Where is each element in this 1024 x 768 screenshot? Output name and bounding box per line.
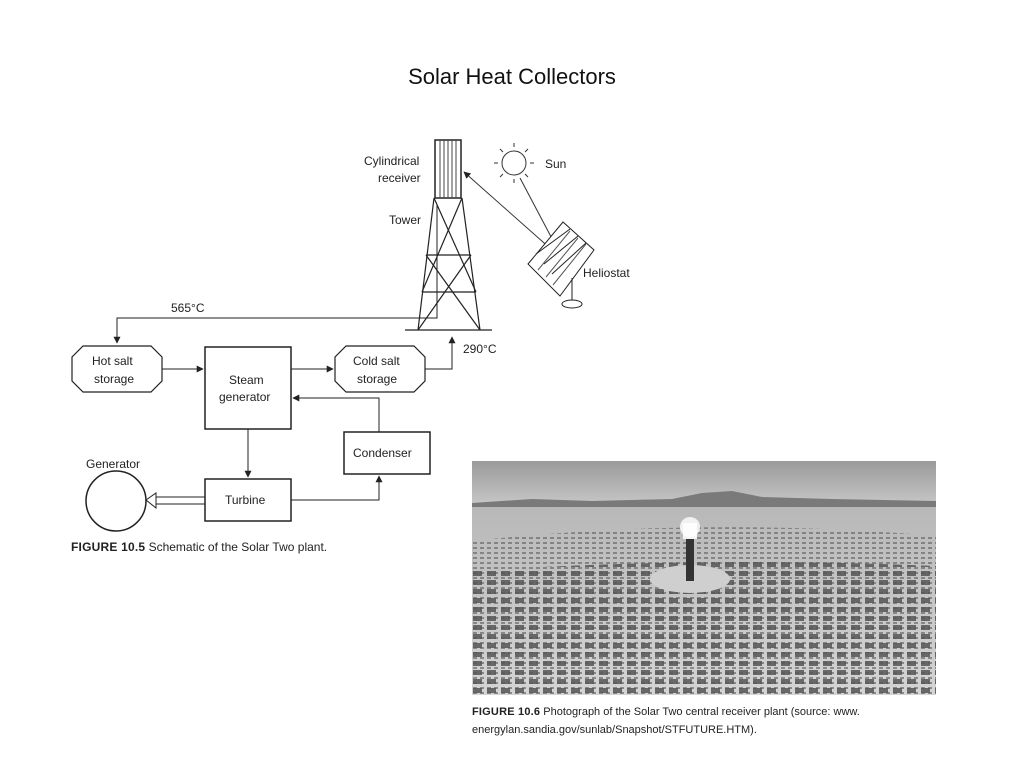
solar-two-photograph xyxy=(472,461,936,695)
tower xyxy=(405,197,492,331)
label-cold-salt-1: Cold salt xyxy=(353,354,400,368)
cold-salt-storage xyxy=(334,345,426,393)
label-temp-cold: 290°C xyxy=(463,342,497,356)
label-steam-2: generator xyxy=(219,390,270,404)
turbine xyxy=(204,478,292,522)
label-steam-1: Steam xyxy=(229,373,264,387)
steam-generator xyxy=(204,346,292,430)
generator xyxy=(85,470,147,532)
cold-salt-line xyxy=(425,336,456,370)
label-heliostat: Heliostat xyxy=(583,266,630,280)
shaft-arrow xyxy=(145,492,205,510)
condenser-to-steam-line xyxy=(292,394,380,432)
label-temp-hot: 565°C xyxy=(171,301,205,315)
photo-scene xyxy=(472,461,936,695)
label-condenser: Condenser xyxy=(353,446,412,460)
figure-10-6-label: FIGURE 10.6 xyxy=(472,706,541,718)
heliostat xyxy=(527,221,595,309)
cylindrical-receiver xyxy=(434,139,462,199)
hot-salt-line xyxy=(113,205,438,344)
label-generator: Generator xyxy=(86,457,140,471)
figure-10-5-label: FIGURE 10.5 xyxy=(71,540,146,554)
turbine-to-condenser-line xyxy=(291,475,383,501)
figure-10-6-caption: FIGURE 10.6 Photograph of the Solar Two … xyxy=(472,703,942,739)
figure-10-5-caption-text: Schematic of the Solar Two plant. xyxy=(148,540,328,554)
label-cold-salt-2: storage xyxy=(357,372,397,386)
label-hot-salt-2: storage xyxy=(94,372,134,386)
label-hot-salt-1: Hot salt xyxy=(92,354,133,368)
figure-10-5-caption: FIGURE 10.5 Schematic of the Solar Two p… xyxy=(71,540,327,554)
label-turbine: Turbine xyxy=(225,493,266,507)
condenser xyxy=(343,431,431,475)
sun-icon xyxy=(494,143,534,183)
label-receiver: receiver xyxy=(378,171,421,185)
figure-10-6-caption-text-1: Photograph of the Solar Two central rece… xyxy=(543,706,860,718)
slide-title: Solar Heat Collectors xyxy=(408,64,616,89)
hot-salt-storage xyxy=(71,345,163,393)
label-sun: Sun xyxy=(545,157,566,171)
figure-10-6-caption-text-2: energylan.sandia.gov/sunlab/Snapshot/STF… xyxy=(472,724,757,736)
label-tower: Tower xyxy=(389,213,421,227)
reflected-ray xyxy=(463,171,553,251)
label-cylindrical: Cylindrical xyxy=(364,154,419,168)
